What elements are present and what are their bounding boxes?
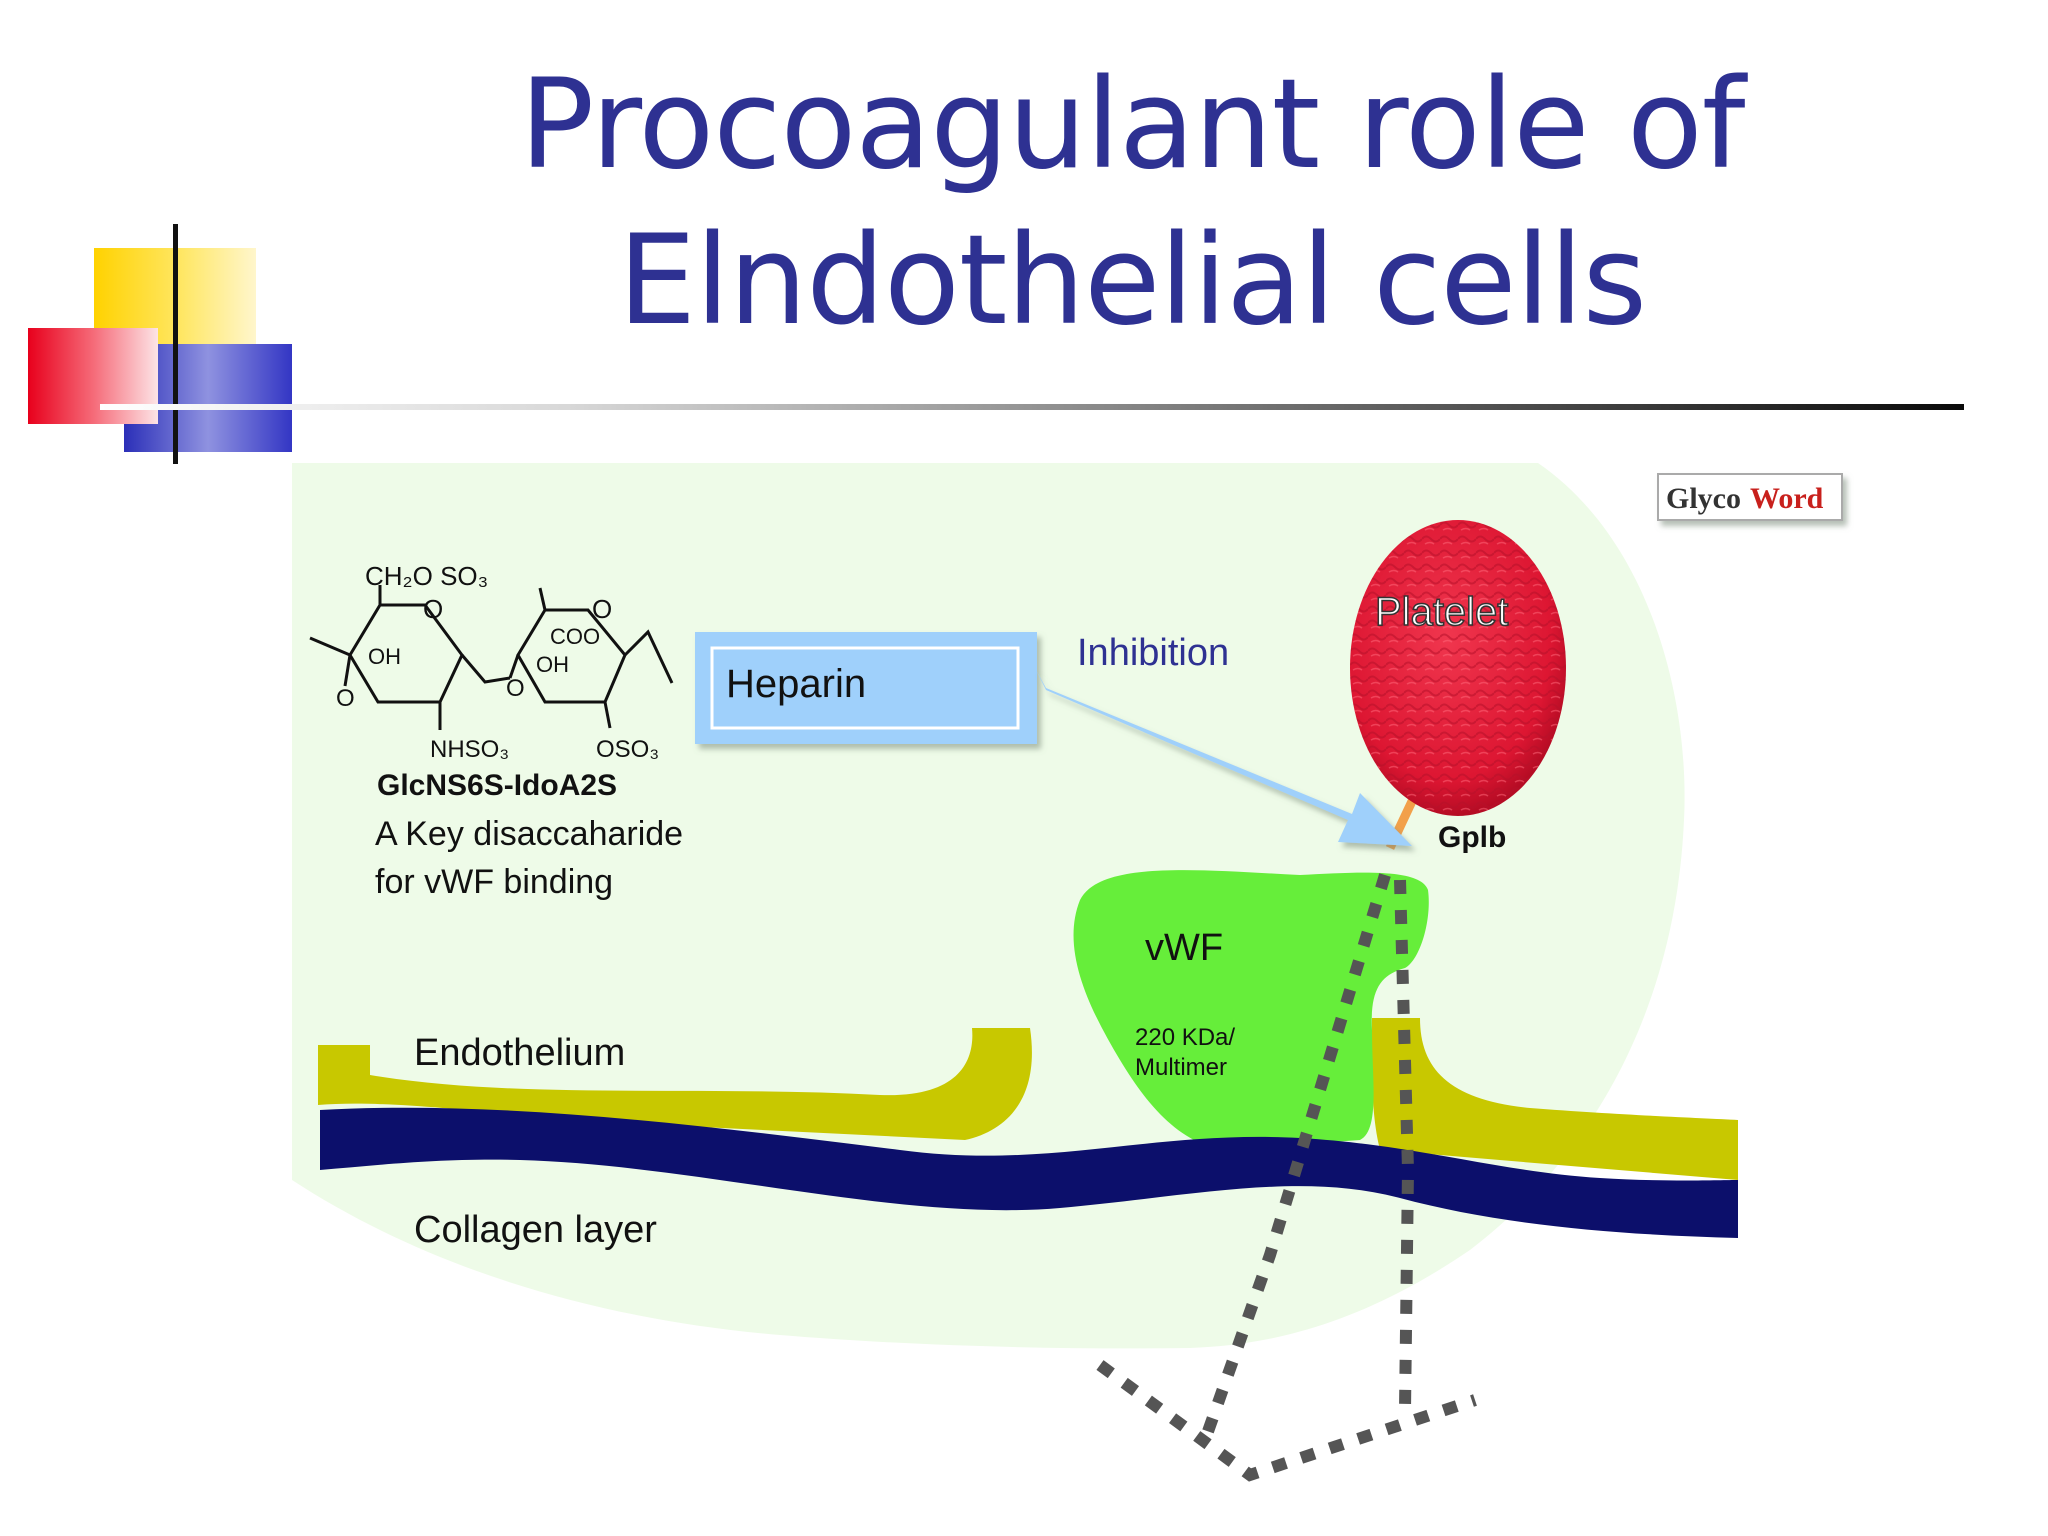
vwf-size-line-2: Multimer — [1135, 1054, 1227, 1081]
inhibition-arrow — [1035, 668, 1412, 846]
disaccharide-structure — [309, 585, 674, 730]
nhso3-label: NHSO₃ — [430, 736, 509, 763]
inhibition-label: Inhibition — [1077, 632, 1229, 674]
gpib-label: Gplb — [1438, 821, 1506, 854]
logo-glyco: Glyco — [1666, 482, 1741, 515]
disaccharide-caption-2: for vWF binding — [375, 863, 613, 901]
ch2o-so3-label: CH₂O SO₃ — [365, 561, 488, 591]
platelet-label: Platelet — [1375, 590, 1508, 634]
decorative-squares — [28, 224, 292, 464]
collagen-label: Collagen layer — [414, 1209, 657, 1251]
heparin-label: Heparin — [726, 662, 866, 706]
slide-title-line-1: Procoagulant role of — [519, 53, 1746, 197]
platelet — [1350, 520, 1566, 816]
title-rule — [100, 404, 1964, 410]
endothelium-label: Endothelium — [414, 1032, 625, 1074]
slide-title-line-2: Elndothelial cells — [617, 209, 1647, 353]
vwf-blob — [1073, 870, 1429, 1150]
ring-oxygen-left: O — [423, 594, 443, 624]
coo-label: COO — [550, 624, 600, 649]
oxygen-left: O — [336, 685, 355, 712]
collagen-layer — [320, 1107, 1738, 1238]
oh-left-label: OH — [368, 644, 401, 669]
vertical-rule — [173, 224, 178, 464]
vwf-dashed-strands — [1096, 873, 1477, 1482]
glycoword-logo: Glyco Word — [1657, 473, 1843, 521]
vwf-size-line-1: 220 KDa/ — [1135, 1024, 1235, 1051]
logo-word: Word — [1750, 482, 1824, 515]
disaccharide-name: GlcNS6S-IdoA2S — [377, 769, 617, 802]
ring-oxygen-right: O — [592, 594, 612, 624]
heparin-box — [695, 632, 1037, 744]
oh-right-label: OH — [536, 652, 569, 677]
endothelium-layer-right — [1371, 1018, 1738, 1180]
bridge-oxygen: O — [506, 675, 525, 702]
oso3-label: OSO₃ — [596, 736, 659, 763]
disaccharide-caption-1: A Key disaccaharide — [375, 815, 683, 853]
vwf-label: vWF — [1145, 927, 1223, 969]
